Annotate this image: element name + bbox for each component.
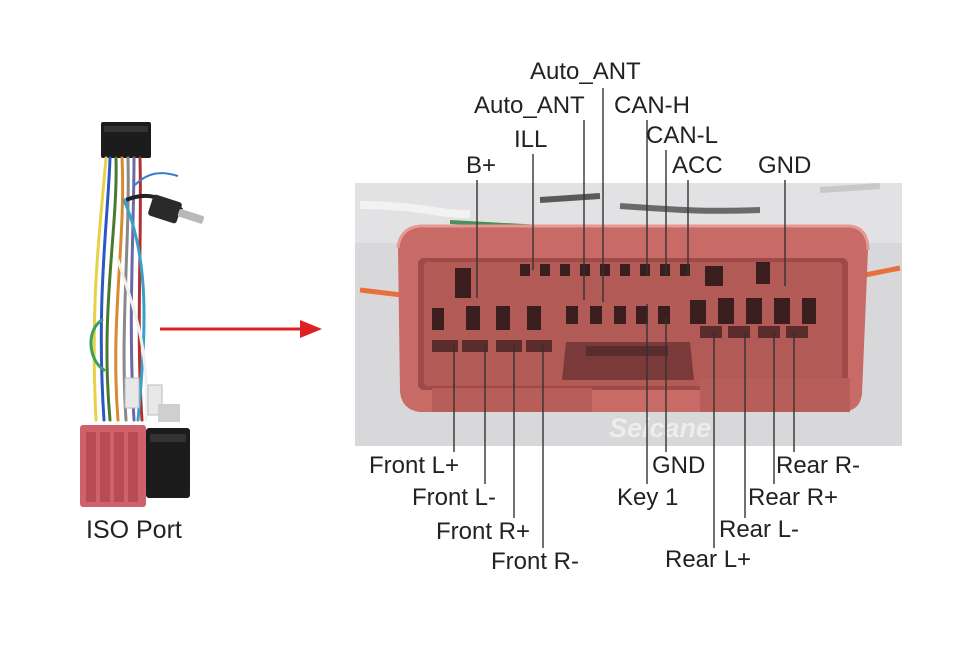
label-front-r-plus: Front R+ bbox=[436, 518, 531, 545]
label-auto-ant-2: Auto_ANT bbox=[530, 58, 641, 85]
label-rear-l-plus: Rear L+ bbox=[665, 546, 752, 573]
label-rear-r-plus: Rear R+ bbox=[748, 484, 839, 511]
label-front-r-minus: Front R- bbox=[491, 548, 580, 575]
leader-lines bbox=[453, 88, 795, 548]
arrow-right-icon bbox=[160, 320, 322, 338]
label-gnd-top: GND bbox=[758, 152, 812, 179]
label-can-l: CAN-L bbox=[646, 122, 719, 149]
label-gnd-bottom: GND bbox=[652, 452, 706, 479]
connector-photo bbox=[355, 183, 902, 446]
iso-port-caption: ISO Port bbox=[86, 516, 182, 544]
label-key-1: Key 1 bbox=[617, 484, 679, 511]
label-ill: ILL bbox=[514, 126, 548, 153]
label-rear-l-minus: Rear L- bbox=[719, 516, 800, 543]
watermark-text: Seicane bbox=[609, 413, 711, 443]
label-front-l-minus: Front L- bbox=[412, 484, 497, 511]
label-front-l-plus: Front L+ bbox=[369, 452, 460, 479]
label-acc: ACC bbox=[672, 152, 723, 179]
label-b-plus: B+ bbox=[466, 152, 497, 179]
label-can-h: CAN-H bbox=[614, 92, 690, 119]
label-rear-r-minus: Rear R- bbox=[776, 452, 861, 479]
label-auto-ant-1: Auto_ANT bbox=[474, 92, 585, 119]
iso-harness-image bbox=[80, 122, 205, 507]
